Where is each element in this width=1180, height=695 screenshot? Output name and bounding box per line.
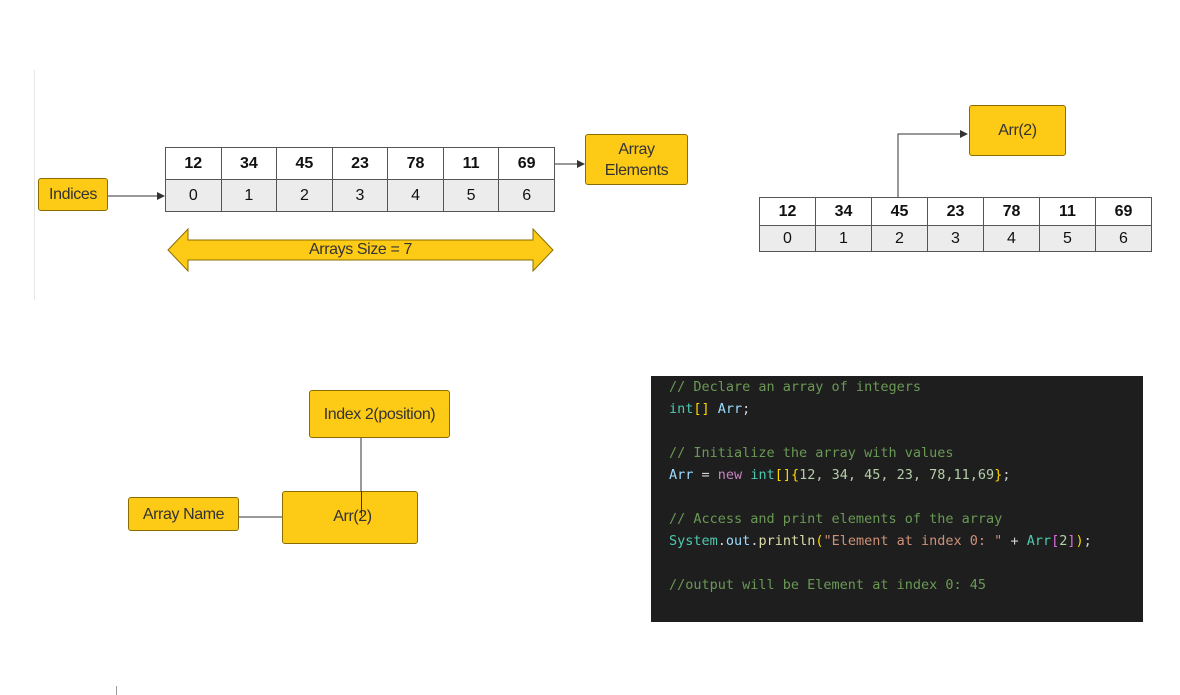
array-index-cell: 2 <box>276 179 333 212</box>
page-guide-line <box>34 70 35 300</box>
code-line: // Initialize the array with values <box>669 445 954 461</box>
code-line: int[] Arr; <box>669 401 751 417</box>
array-value-cell: 69 <box>498 147 555 180</box>
array-value-cell: 23 <box>331 147 389 180</box>
array-index-cell: 6 <box>1095 225 1152 252</box>
size-arrow-shape <box>167 227 554 273</box>
code-line: //output will be Element at index 0: 45 <box>669 577 986 593</box>
indices-label-box: Indices <box>38 178 108 211</box>
code-line: Arr = new int[]{12, 34, 45, 23, 78,11,69… <box>669 467 1011 483</box>
array-index-cell: 5 <box>442 179 500 212</box>
array-value-cell: 34 <box>815 197 872 226</box>
page-guide-tick <box>116 686 117 695</box>
array-index-cell: 1 <box>220 179 278 212</box>
code-line-blank <box>669 420 1143 442</box>
array-value-cell: 45 <box>871 197 928 226</box>
array-value-cell: 45 <box>276 147 333 180</box>
code-line: // Access and print elements of the arra… <box>669 511 1003 527</box>
array-table-main: 12 34 45 23 78 11 69 0 1 2 3 4 5 6 <box>165 147 555 212</box>
array-index-cell: 1 <box>815 225 872 252</box>
array-index-cell: 3 <box>927 225 984 252</box>
array-values-row: 12 34 45 23 78 11 69 <box>165 147 555 180</box>
array-value-cell: 78 <box>983 197 1040 226</box>
array-index-cell: 6 <box>498 179 555 212</box>
access-arrow <box>897 130 968 198</box>
array-value-cell: 12 <box>759 197 816 226</box>
arr-access-label: Arr(2) <box>333 508 372 525</box>
array-values-row: 12 34 45 23 78 11 69 <box>759 197 1152 226</box>
code-line-blank <box>669 486 1143 508</box>
array-table-access: 12 34 45 23 78 11 69 0 1 2 3 4 5 6 <box>759 197 1152 252</box>
array-name-label: Array Name <box>142 505 225 523</box>
array-index-cell: 3 <box>331 179 389 212</box>
array-value-cell: 34 <box>220 147 278 180</box>
index-position-label: Index 2(position) <box>323 405 436 423</box>
array-index-cell: 5 <box>1039 225 1096 252</box>
array-index-cell: 0 <box>759 225 816 252</box>
array-value-cell: 69 <box>1095 197 1152 226</box>
code-line: // Declare an array of integers <box>669 379 921 395</box>
access-label: Arr(2) <box>998 122 1037 139</box>
code-line: System.out.println("Element at index 0: … <box>669 533 1092 549</box>
array-size-label: Arrays Size = 7 <box>309 241 412 258</box>
index-position-box: Index 2(position) <box>309 390 450 438</box>
array-index-cell: 4 <box>387 179 444 212</box>
array-name-box: Array Name <box>128 497 239 531</box>
code-line-blank <box>669 552 1143 574</box>
array-elements-label-line1: Array <box>618 140 655 158</box>
array-value-cell: 78 <box>387 147 444 180</box>
array-elements-label-line2: Elements <box>604 161 669 179</box>
array-value-cell: 11 <box>1039 197 1096 226</box>
array-indices-row: 0 1 2 3 4 5 6 <box>759 225 1152 252</box>
array-value-cell: 11 <box>442 147 500 180</box>
indices-label: Indices <box>49 186 97 203</box>
array-indices-row: 0 1 2 3 4 5 6 <box>165 179 555 212</box>
array-index-cell: 2 <box>871 225 928 252</box>
access-label-box: Arr(2) <box>969 105 1066 156</box>
arr-access-box <box>282 491 418 544</box>
array-elements-label-box: Array Elements <box>585 134 688 185</box>
array-value-cell: 12 <box>165 147 222 180</box>
array-index-cell: 0 <box>165 179 222 212</box>
array-index-cell: 4 <box>983 225 1040 252</box>
array-value-cell: 23 <box>927 197 984 226</box>
index-connector-overlay <box>361 491 362 516</box>
code-block: // Declare an array of integers int[] Ar… <box>651 376 1143 622</box>
